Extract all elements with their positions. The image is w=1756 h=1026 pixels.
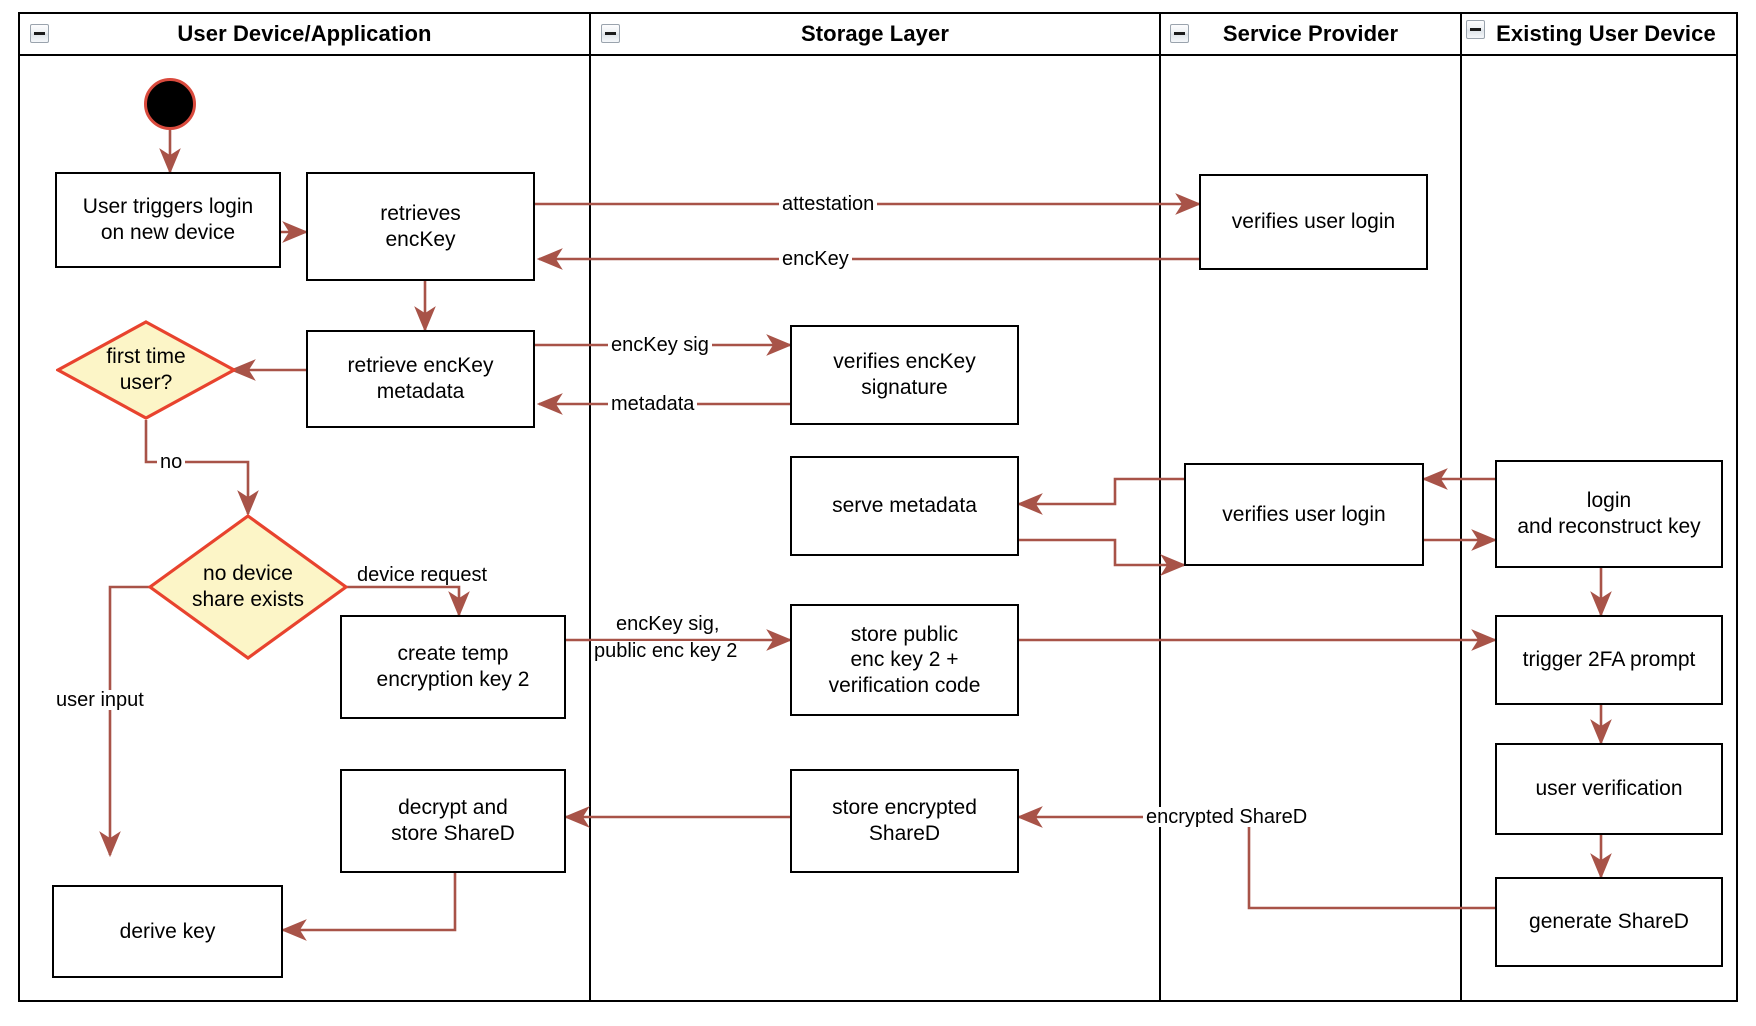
node-trigger-2fa-prompt[interactable]: trigger 2FA prompt <box>1495 615 1723 705</box>
edge-label-no: no <box>157 452 186 472</box>
lane-header-service-provider[interactable]: Service Provider <box>1159 12 1462 56</box>
lane-divider-3 <box>1460 54 1462 1002</box>
node-user-verification[interactable]: user verification <box>1495 743 1723 835</box>
edge-label-attestation: attestation <box>779 194 878 214</box>
node-retrieve-enckey-metadata[interactable]: retrieve encKey metadata <box>306 330 535 428</box>
lane-header-existing-user-device[interactable]: Existing User Device <box>1460 12 1738 56</box>
node-store-encrypted-shared[interactable]: store encrypted ShareD <box>790 769 1019 873</box>
lane-header-storage-layer[interactable]: Storage Layer <box>589 12 1161 56</box>
edge-label-device-request: device request <box>354 565 491 585</box>
lane-title-service-provider: Service Provider <box>1222 21 1399 46</box>
node-create-temp-encryption-key-2[interactable]: create temp encryption key 2 <box>340 615 566 719</box>
node-serve-metadata[interactable]: serve metadata <box>790 456 1019 556</box>
minus-icon[interactable] <box>1466 20 1485 39</box>
node-login-and-reconstruct-key[interactable]: login and reconstruct key <box>1495 460 1723 568</box>
node-retrieves-enckey[interactable]: retrieves encKey <box>306 172 535 281</box>
minus-icon[interactable] <box>601 24 620 43</box>
swimlane-body <box>18 54 1738 1002</box>
node-label-no-device-share-exists: no device share exists <box>191 562 305 611</box>
lane-divider-1 <box>589 54 591 1002</box>
lane-title-existing-user-device: Existing User Device <box>1496 21 1716 46</box>
edge-label-enckey: encKey <box>779 249 852 269</box>
edge-label-enckey-sig: encKey sig <box>608 335 712 355</box>
lane-title-storage-layer: Storage Layer <box>800 21 950 46</box>
node-no-device-share-exists[interactable]: no device share exists <box>148 514 348 660</box>
node-decrypt-and-store-shared[interactable]: decrypt and store ShareD <box>340 769 566 873</box>
node-verifies-user-login-2[interactable]: verifies user login <box>1184 463 1424 566</box>
node-generate-shared[interactable]: generate ShareD <box>1495 877 1723 967</box>
node-derive-key[interactable]: derive key <box>52 885 283 978</box>
node-verifies-enckey-signature[interactable]: verifies encKey signature <box>790 325 1019 425</box>
minus-icon[interactable] <box>1170 24 1189 43</box>
edge-label-enckey-sig-public-enc-key-2-line2: public enc key 2 <box>591 641 741 661</box>
minus-icon[interactable] <box>30 24 49 43</box>
node-verifies-user-login-1[interactable]: verifies user login <box>1199 174 1428 270</box>
edge-label-metadata: metadata <box>608 394 698 414</box>
node-user-triggers-login[interactable]: User triggers login on new device <box>55 172 281 268</box>
start-node <box>144 78 196 130</box>
edge-label-encrypted-shared: encrypted ShareD <box>1143 807 1311 827</box>
lane-header-user-device[interactable]: User Device/Application <box>18 12 591 56</box>
lane-title-user-device: User Device/Application <box>177 21 432 46</box>
edge-label-enckey-sig-public-enc-key-2-line1: encKey sig, <box>613 614 723 634</box>
node-store-public-enc-key-2[interactable]: store public enc key 2 + verification co… <box>790 604 1019 716</box>
edge-label-user-input: user input <box>53 690 147 710</box>
lane-divider-2 <box>1159 54 1161 1002</box>
node-first-time-user[interactable]: first time user? <box>56 320 236 420</box>
node-label-first-time-user: first time user? <box>106 345 186 394</box>
